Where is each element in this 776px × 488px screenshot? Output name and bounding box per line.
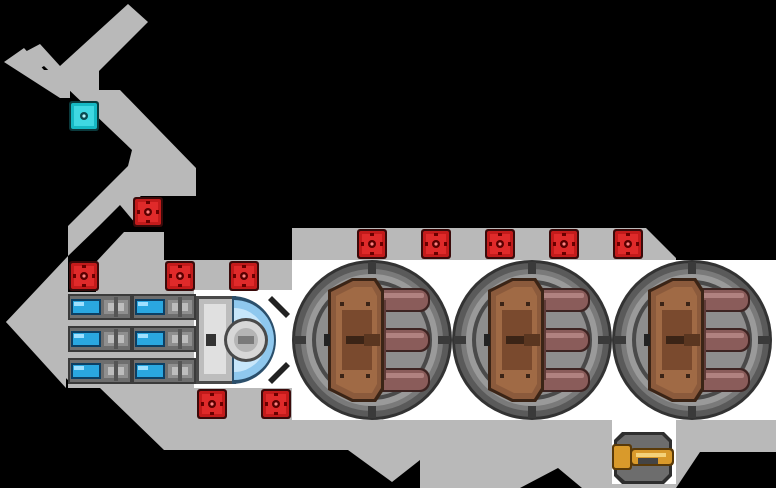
gold-gun-icon — [612, 432, 674, 484]
cockpit-icon — [196, 296, 290, 384]
red-thruster-icon — [165, 261, 195, 291]
red-thruster-icon — [69, 261, 99, 291]
red-thruster-icon — [197, 389, 227, 419]
battery-cell-icon — [132, 294, 196, 320]
triple-cannon-turret-icon — [612, 260, 772, 420]
red-thruster-icon — [549, 229, 579, 259]
triple-cannon-turret-icon — [292, 260, 452, 420]
battery-cell-icon — [132, 326, 196, 352]
battery-cell-icon — [132, 358, 196, 384]
battery-bank — [68, 294, 196, 384]
red-thruster-icon — [261, 389, 291, 419]
red-thruster-icon — [421, 229, 451, 259]
red-thruster-icon — [229, 261, 259, 291]
triple-cannon-turret-icon — [452, 260, 612, 420]
red-thruster-icon — [133, 197, 163, 227]
cyan-thruster-icon — [69, 101, 99, 131]
battery-cell-icon — [68, 294, 132, 320]
red-thruster-icon — [357, 229, 387, 259]
battery-cell-icon — [68, 326, 132, 352]
red-thruster-icon — [613, 229, 643, 259]
red-thruster-icon — [485, 229, 515, 259]
battery-cell-icon — [68, 358, 132, 384]
